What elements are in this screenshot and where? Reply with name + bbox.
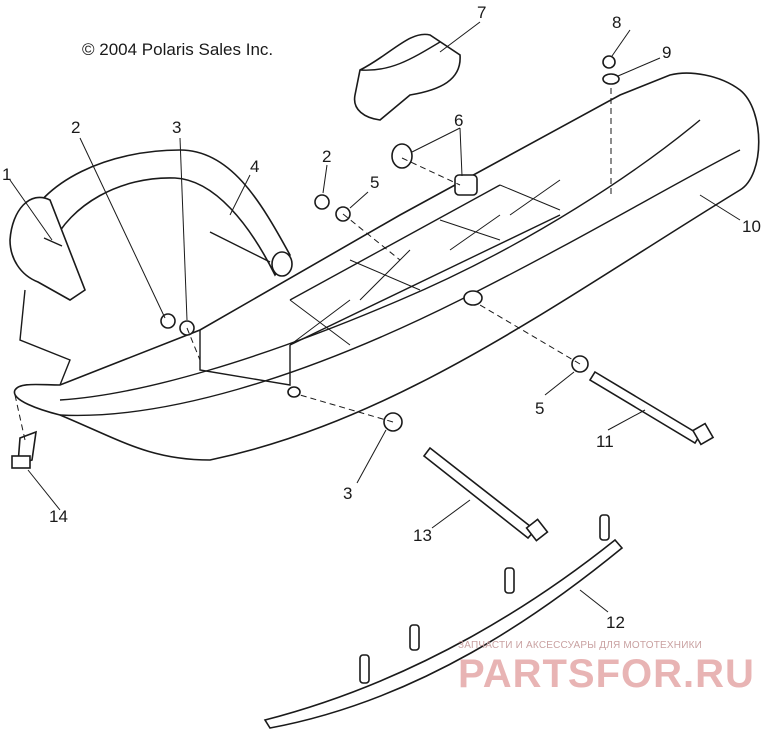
callout-5b: 5 <box>535 399 544 418</box>
callout-1: 1 <box>2 165 11 184</box>
handle-end-cap <box>9 196 86 301</box>
callout-10: 10 <box>742 217 761 236</box>
assembly-lines <box>14 88 612 441</box>
callout-3a: 3 <box>172 118 181 137</box>
bolt-11 <box>588 370 715 446</box>
callout-2b: 2 <box>322 147 331 166</box>
saddle-pad <box>353 33 461 121</box>
callout-5a: 5 <box>370 173 379 192</box>
bolt-13 <box>422 446 549 542</box>
callout-labels: 1 2 3 4 2 5 6 7 8 9 10 11 12 13 14 5 3 <box>2 3 761 632</box>
callout-4: 4 <box>250 157 259 176</box>
callout-14: 14 <box>49 507 68 526</box>
callout-6: 6 <box>454 111 463 130</box>
leader-lines <box>9 21 741 613</box>
callout-11: 11 <box>596 432 614 451</box>
watermark-brand: PARTSFOR.RU <box>458 652 755 696</box>
ski-handle <box>21 149 293 277</box>
callout-7: 7 <box>477 3 486 22</box>
wear-bar <box>263 514 624 729</box>
callout-2a: 2 <box>71 118 80 137</box>
callout-9: 9 <box>662 43 671 62</box>
callout-8: 8 <box>612 13 621 32</box>
watermark-tagline: ЗАПЧАСТИ И АКСЕССУАРЫ ДЛЯ МОТОТЕХНИКИ <box>458 640 703 651</box>
callout-13: 13 <box>413 526 432 545</box>
callout-12: 12 <box>606 613 625 632</box>
bushing-parts <box>391 143 478 196</box>
bolt-14 <box>11 430 37 469</box>
ski-body <box>13 72 760 461</box>
copyright-text: © 2004 Polaris Sales Inc. <box>82 40 274 59</box>
callout-3b: 3 <box>343 484 352 503</box>
